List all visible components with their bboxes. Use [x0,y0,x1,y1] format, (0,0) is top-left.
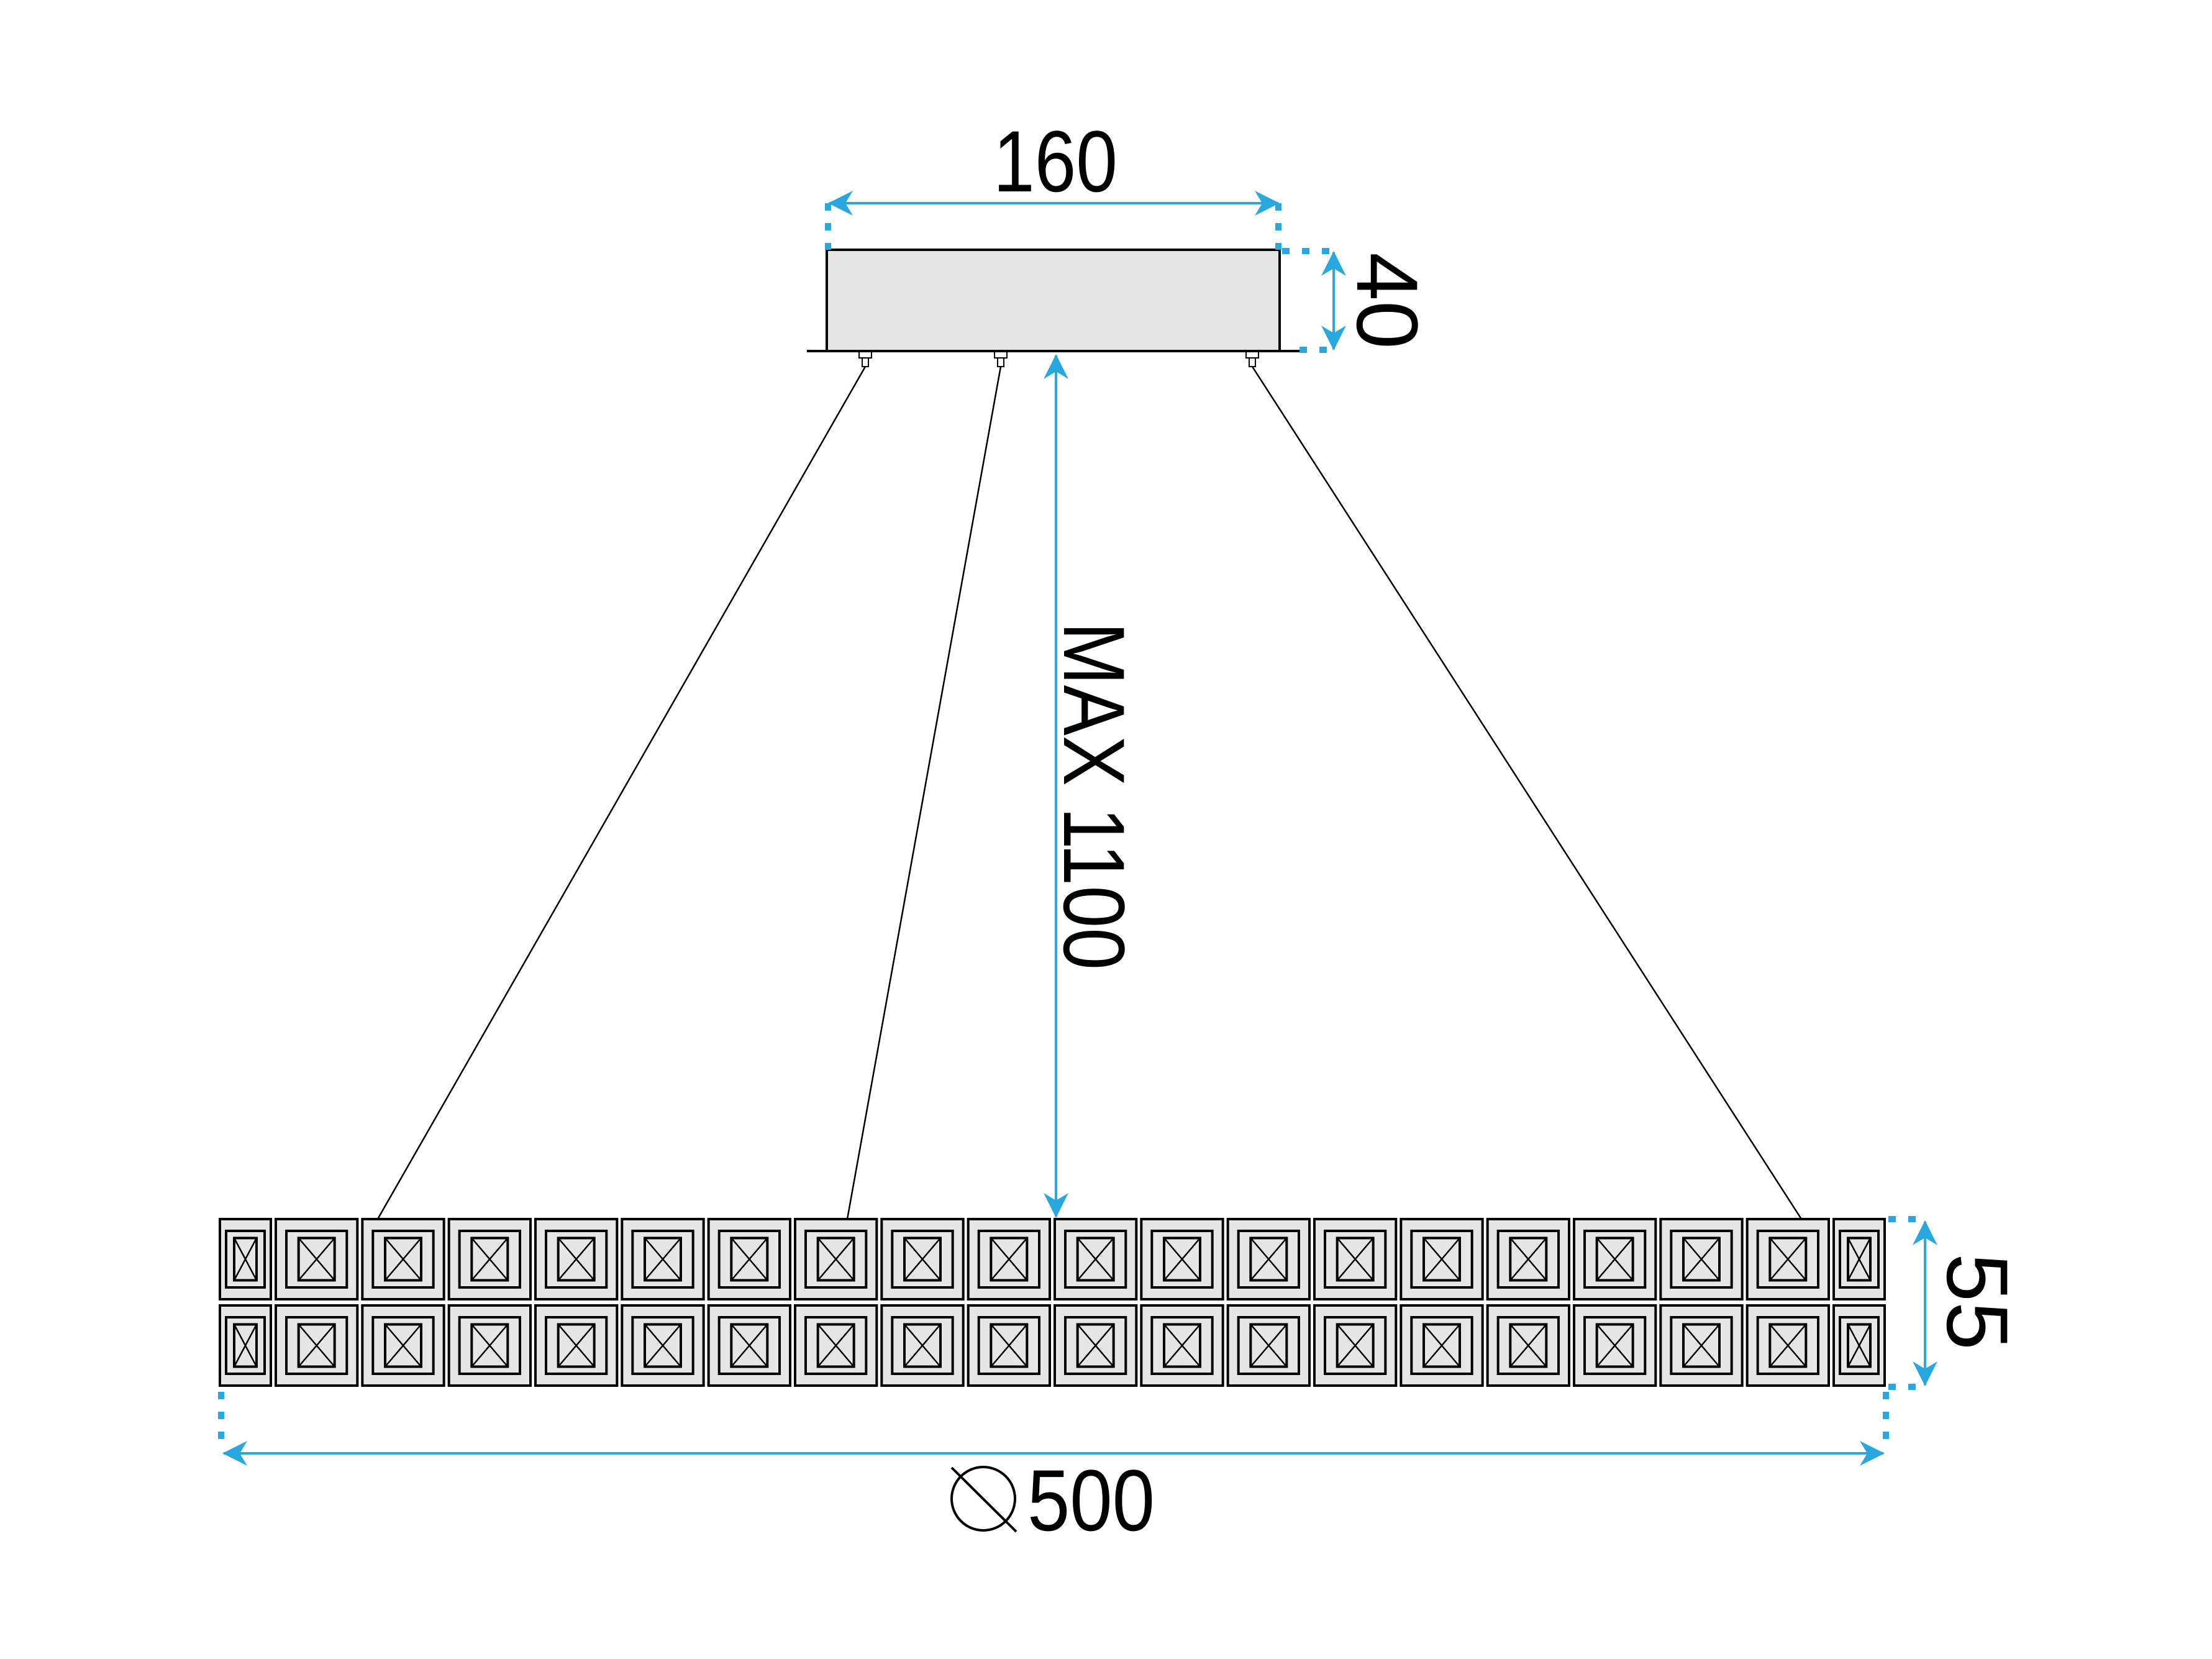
crystal-tile [1745,1304,1831,1387]
mount-bolt [858,351,872,367]
crystal-tile [1573,1218,1657,1300]
crystal-tile [1832,1218,1886,1300]
crystal-tile [1486,1218,1571,1300]
crystal-tile [880,1304,965,1387]
crystal-tile [361,1218,445,1300]
crystal-tile [1659,1218,1744,1300]
crystal-tile [967,1218,1051,1300]
crystal-tile [1745,1218,1831,1300]
crystal-tile [447,1218,532,1300]
crystal-tile [1054,1304,1138,1387]
crystal-tile [1140,1304,1224,1387]
canopy-width-label: 160 [993,112,1117,210]
crystal-tile [447,1304,532,1387]
crystal-tile [1226,1218,1311,1300]
canopy [807,249,1304,367]
crystal-tile [621,1304,705,1387]
dimension-canopy-width: 160 [825,112,1281,250]
crystal-tile [1573,1304,1657,1387]
crystal-tile [534,1304,619,1387]
led-ring-tiles [219,1218,1886,1387]
ring-diameter-label: 500 [1027,1451,1155,1549]
canopy-height-label: 40 [1339,252,1436,349]
crystal-tile [1400,1218,1484,1300]
wire-left [376,366,867,1220]
ring-height-label: 55 [1929,1253,2026,1350]
crystal-tile [621,1218,705,1300]
dimension-max-drop: MAX 1100 [1044,354,1143,1218]
crystal-tile [219,1218,272,1300]
crystal-tile [1832,1304,1886,1387]
crystal-tile [794,1218,878,1300]
crystal-tile [1313,1304,1398,1387]
crystal-tile [361,1304,445,1387]
crystal-tile [1313,1218,1398,1300]
crystal-tile [880,1218,965,1300]
crystal-tile [794,1304,878,1387]
crystal-tile [1140,1218,1224,1300]
wire-right [1251,366,1803,1220]
dimension-ring-diameter: 500 [218,1392,1889,1549]
crystal-tile [1400,1304,1484,1387]
crystal-tile [967,1304,1051,1387]
crystal-tile [219,1304,272,1387]
crystal-tile [1486,1304,1571,1387]
dimension-ring-height: 55 [1888,1216,2026,1390]
max-drop-label: MAX 1100 [1045,622,1143,970]
canopy-mounts [858,351,1259,367]
wire-middle [846,366,1002,1220]
suspension-wires [376,366,1803,1220]
crystal-tile [1226,1304,1311,1387]
crystal-tile [1659,1304,1744,1387]
mount-bolt [994,351,1008,367]
crystal-tile [534,1218,619,1300]
dimension-canopy-height: 40 [1282,248,1436,353]
canopy-body [826,249,1281,352]
crystal-tile [707,1304,791,1387]
crystal-tile [275,1218,359,1300]
diameter-icon [950,1466,1017,1533]
crystal-tile [1054,1218,1138,1300]
crystal-tile [707,1218,791,1300]
crystal-tile [275,1304,359,1387]
mount-bolt [1245,351,1259,367]
